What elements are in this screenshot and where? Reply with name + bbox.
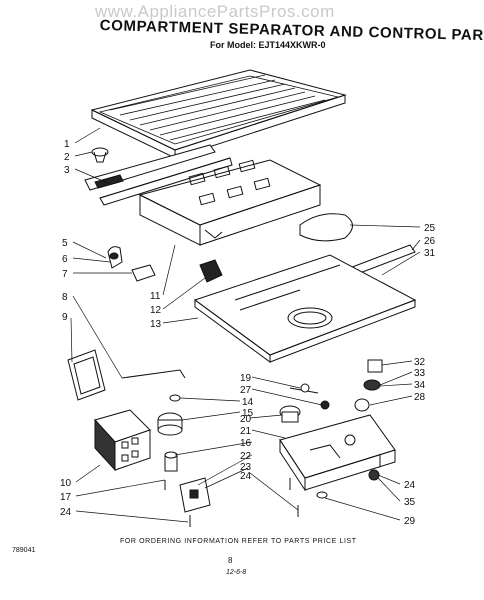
callout-15: 15 <box>242 408 254 419</box>
callout-31: 31 <box>424 248 436 259</box>
callout-8: 8 <box>62 292 68 303</box>
callout-24-left: 24 <box>60 507 72 518</box>
callout-5: 5 <box>62 238 68 249</box>
callout-numbers: 1 2 3 5 6 7 8 9 10 17 24 11 12 13 19 27 … <box>60 139 436 527</box>
callout-35: 35 <box>404 497 416 508</box>
screws-part-24 <box>164 455 381 527</box>
footer-code: 789041 <box>12 547 36 554</box>
callout-2: 2 <box>64 152 70 163</box>
callout-10: 10 <box>60 478 72 489</box>
screw-part-19 <box>289 383 330 410</box>
callout-34: 34 <box>414 380 426 391</box>
bracket-part-23 <box>179 477 211 513</box>
callout-7: 7 <box>62 269 68 280</box>
callout-20: 20 <box>240 414 252 425</box>
watermark: www.AppliancePartsPros.com <box>95 2 335 21</box>
callout-1: 1 <box>64 139 70 150</box>
callout-19: 19 <box>240 373 252 384</box>
callout-11: 11 <box>150 291 161 302</box>
damper-part-25 <box>299 213 353 242</box>
wire-part-8 <box>121 369 186 379</box>
clip-part-5 <box>107 246 123 269</box>
model-line: For Model: EJT144XKWR-0 <box>210 40 326 50</box>
callout-3: 3 <box>64 165 70 176</box>
footer-note: FOR ORDERING INFORMATION REFER TO PARTS … <box>120 538 357 545</box>
callout-21: 21 <box>240 426 252 437</box>
callout-25: 25 <box>424 223 436 234</box>
callout-32: 32 <box>414 357 426 368</box>
nut-part-35 <box>368 469 380 481</box>
shelf-part-1 <box>90 69 347 159</box>
callout-14: 14 <box>242 397 254 408</box>
callout-16: 16 <box>240 438 252 449</box>
knob-part-2 <box>91 147 109 163</box>
knob-part-20 <box>279 405 301 423</box>
callout-33: 33 <box>414 368 426 379</box>
component-part-32 <box>354 359 383 412</box>
control-housing-part-10 <box>94 409 151 472</box>
page-number: 8 <box>228 556 233 565</box>
callout-28: 28 <box>414 392 426 403</box>
callout-24-right: 24 <box>404 480 416 491</box>
callout-23: 23 <box>240 462 252 473</box>
callout-17: 17 <box>60 492 72 503</box>
callout-27: 27 <box>240 385 252 396</box>
callout-13: 13 <box>150 319 162 330</box>
tray-part-11 <box>138 159 322 246</box>
callout-6: 6 <box>62 254 68 265</box>
callout-26: 26 <box>424 236 436 247</box>
clip-part-7 <box>131 264 156 282</box>
callout-9: 9 <box>62 312 68 323</box>
block-part-12 <box>199 259 223 283</box>
separator-part-13 <box>193 254 417 363</box>
gasket-part-9 <box>67 349 106 401</box>
callout-24-center: 24 <box>240 471 252 482</box>
callout-29: 29 <box>404 516 416 527</box>
leader-lines <box>70 127 421 523</box>
callout-12: 12 <box>150 305 162 316</box>
control-tray-part-21 <box>279 414 396 492</box>
callout-22: 22 <box>240 451 252 462</box>
date-stamp: 12-6-8 <box>226 569 247 576</box>
rail-part-3 <box>84 144 233 206</box>
thermostat-part-15 <box>157 394 183 472</box>
